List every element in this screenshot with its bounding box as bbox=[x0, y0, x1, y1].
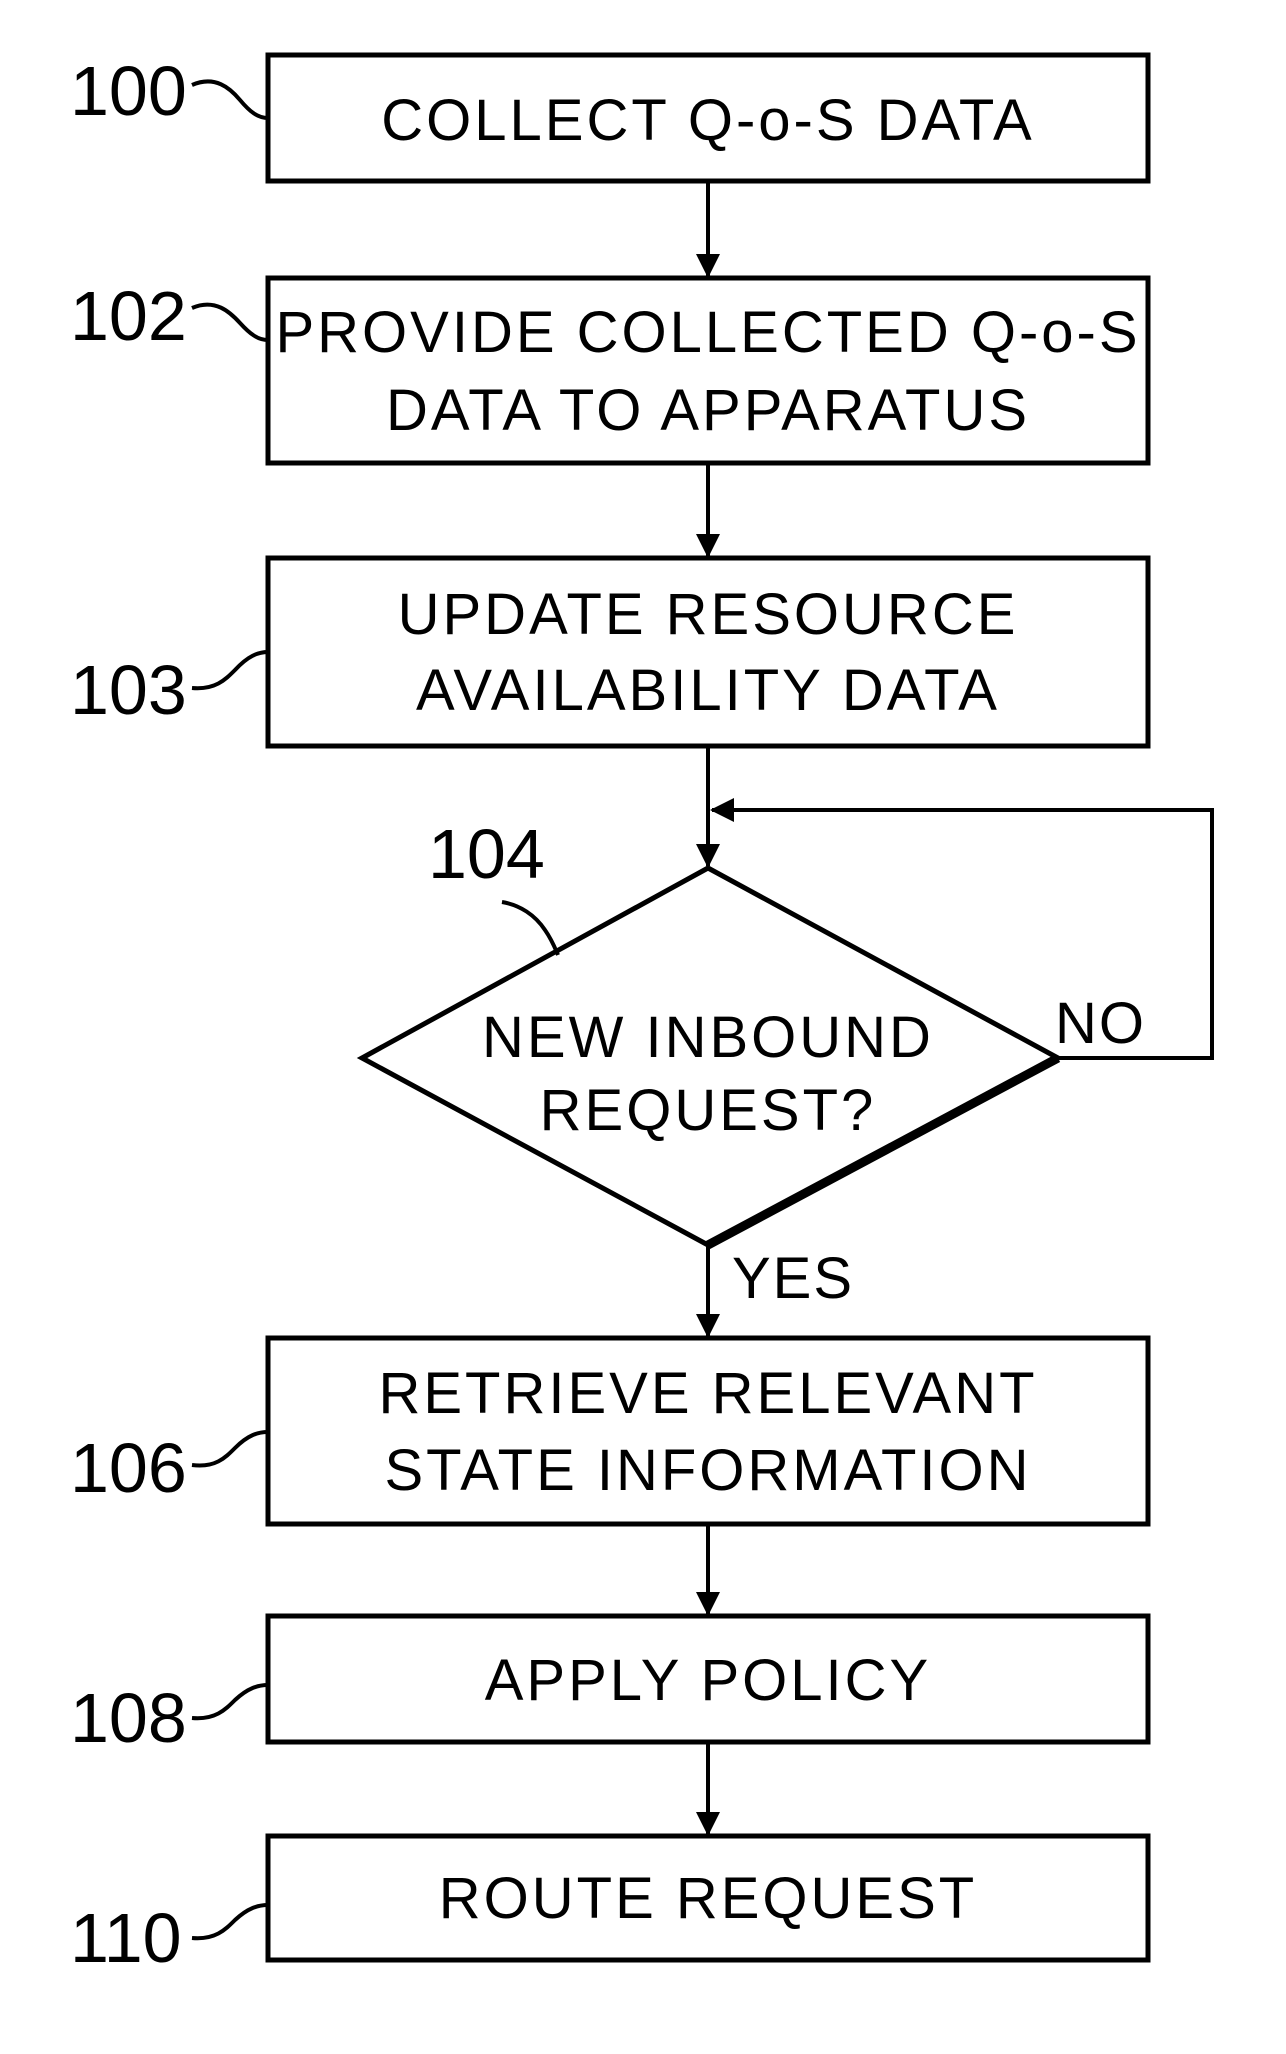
ref-number: 103 bbox=[70, 651, 187, 729]
step-103-update-availability: UPDATE RESOURCE AVAILABILITY DATA bbox=[268, 558, 1148, 746]
leader-line bbox=[192, 652, 268, 688]
step-text-line-1: PROVIDE COLLECTED Q-o-S bbox=[275, 300, 1140, 365]
step-106-retrieve-state: RETRIEVE RELEVANT STATE INFORMATION bbox=[268, 1338, 1148, 1524]
step-text-line-1: RETRIEVE RELEVANT bbox=[378, 1361, 1037, 1426]
step-text-line-2: DATA TO APPARATUS bbox=[386, 378, 1030, 443]
ref-label-110: 110 bbox=[70, 1899, 268, 1977]
decision-text-line-2: REQUEST? bbox=[540, 1078, 877, 1143]
ref-number: 102 bbox=[70, 277, 187, 355]
step-text-line-2: STATE INFORMATION bbox=[384, 1438, 1031, 1503]
ref-label-102: 102 bbox=[70, 277, 268, 355]
decision-text-line-1: NEW INBOUND bbox=[482, 1005, 934, 1070]
step-108-apply-policy: APPLY POLICY bbox=[268, 1616, 1148, 1742]
ref-number: 106 bbox=[70, 1429, 187, 1507]
ref-number: 108 bbox=[70, 1679, 187, 1757]
ref-label-106: 106 bbox=[70, 1429, 268, 1507]
step-text-line-2: AVAILABILITY DATA bbox=[416, 658, 1000, 723]
step-text: APPLY POLICY bbox=[485, 1648, 932, 1713]
ref-number: 110 bbox=[70, 1899, 182, 1977]
leader-line bbox=[192, 305, 268, 340]
ref-number: 100 bbox=[70, 52, 187, 130]
decision-104-new-inbound-request: NEW INBOUND REQUEST? bbox=[362, 868, 1058, 1245]
ref-label-104: 104 bbox=[428, 815, 558, 955]
ref-label-103: 103 bbox=[70, 651, 268, 729]
step-100-collect-qos-data: COLLECT Q-o-S DATA bbox=[268, 55, 1148, 181]
ref-label-100: 100 bbox=[70, 52, 268, 130]
ref-number: 104 bbox=[428, 815, 545, 893]
step-110-route-request: ROUTE REQUEST bbox=[268, 1836, 1148, 1960]
step-text: COLLECT Q-o-S DATA bbox=[381, 88, 1034, 153]
leader-line bbox=[192, 81, 268, 118]
ref-label-108: 108 bbox=[70, 1679, 268, 1757]
yes-branch: YES bbox=[708, 1245, 854, 1336]
leader-line bbox=[192, 1905, 268, 1938]
leader-line bbox=[192, 1685, 268, 1718]
step-102-provide-data: PROVIDE COLLECTED Q-o-S DATA TO APPARATU… bbox=[268, 278, 1148, 463]
no-label: NO bbox=[1055, 991, 1146, 1056]
leader-line bbox=[192, 1432, 268, 1466]
leader-line bbox=[502, 902, 558, 955]
step-text-line-1: UPDATE RESOURCE bbox=[398, 582, 1019, 647]
yes-label: YES bbox=[732, 1246, 854, 1311]
step-text: ROUTE REQUEST bbox=[439, 1866, 978, 1931]
